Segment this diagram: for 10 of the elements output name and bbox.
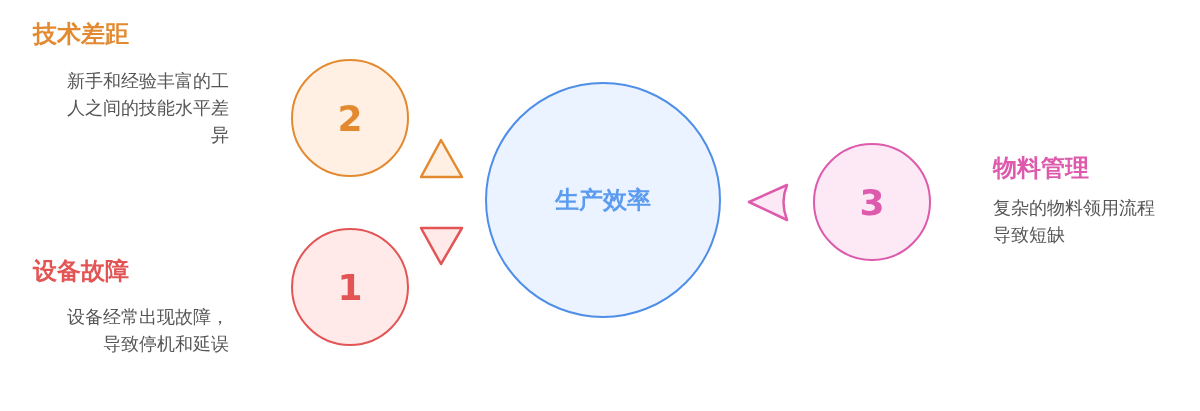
description: 设备经常出现故障，导致停机和延误 [66,305,229,356]
heading: 技术差距 [33,19,129,50]
heading: 物料管理 [993,153,1089,184]
number-label: 2 [337,97,363,139]
description: 新手和经验丰富的工人之间的技能水平差异 [66,69,229,147]
heading: 设备故障 [33,256,129,287]
number-label: 1 [337,266,363,308]
number-label: 3 [859,181,885,223]
description: 复杂的物料领用流程导致短缺 [993,196,1156,247]
center-label: 生产效率 [555,185,651,216]
